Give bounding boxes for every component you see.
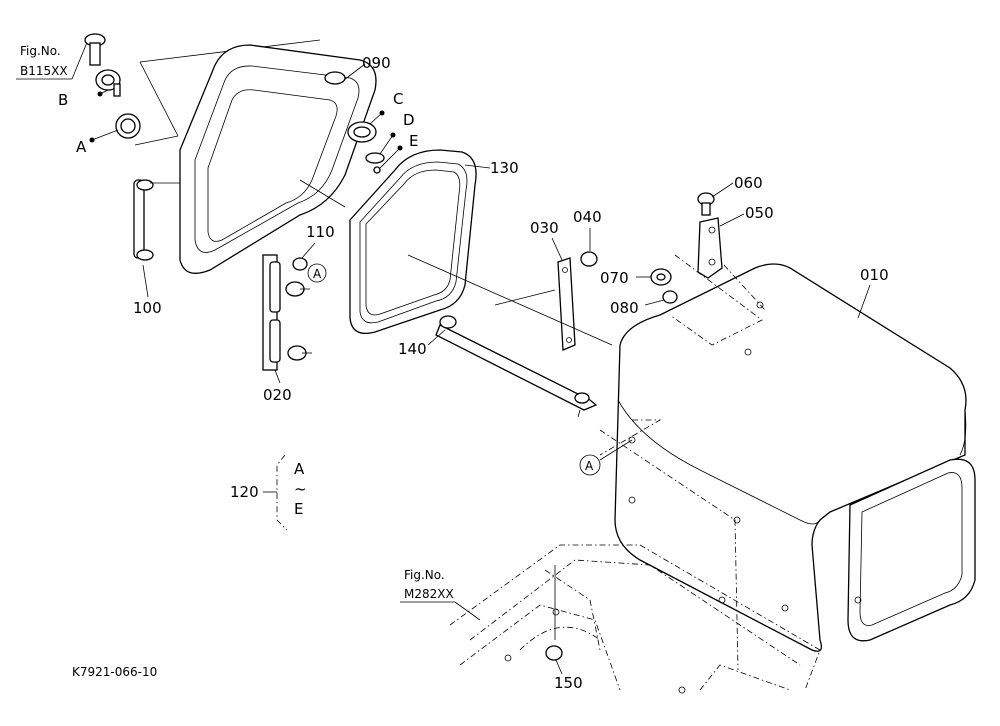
letter-B: B [58, 91, 68, 109]
kit-120: 120 A ~ E [230, 454, 307, 531]
drawing-code: K7921-066-10 [72, 665, 157, 679]
washers-cde [347, 121, 385, 174]
letter-A: A [76, 138, 87, 156]
fig-ref-m282-line2: M282XX [404, 587, 454, 601]
label-040: 040 [573, 208, 602, 226]
label-060: 060 [734, 174, 763, 192]
callout-a-1: A [313, 267, 322, 281]
knob-parts [84, 33, 321, 146]
letter-E: E [409, 132, 418, 150]
label-100: 100 [133, 299, 162, 317]
fig-ref-b115[interactable]: Fig.No. B115XX [16, 39, 89, 80]
callout-a-2: A [585, 459, 594, 473]
alignment-lines [407, 254, 766, 671]
hinge-020 [262, 254, 312, 371]
label-140: 140 [398, 340, 427, 358]
base-frame [449, 544, 821, 694]
label-050: 050 [745, 204, 774, 222]
callout-a-circle-1 [307, 263, 327, 283]
handle-100 [133, 179, 180, 261]
letter-C: C [393, 90, 403, 108]
fig-ref-b115-line1: Fig.No. [20, 44, 61, 58]
label-130: 130 [490, 159, 519, 177]
fig-ref-m282[interactable]: Fig.No. M282XX [400, 568, 481, 621]
cover-010 [614, 263, 976, 652]
label-090: 090 [362, 54, 391, 72]
kit-letter-A: A [294, 460, 305, 478]
strap-030 [557, 257, 576, 351]
kit-letter-E: E [294, 500, 303, 518]
label-070: 070 [600, 269, 629, 287]
bar-140 [435, 315, 598, 418]
door-panel [179, 44, 377, 274]
kit-tilde: ~ [294, 480, 307, 498]
label-120: 120 [230, 483, 259, 501]
seal-130 [349, 149, 477, 335]
label-150: 150 [554, 674, 583, 692]
latch-050 [697, 217, 723, 279]
fig-ref-b115-line2: B115XX [20, 64, 68, 78]
letter-D: D [403, 111, 415, 129]
label-110: 110 [306, 223, 335, 241]
label-080: 080 [610, 299, 639, 317]
label-030: 030 [530, 219, 559, 237]
label-010: 010 [860, 266, 889, 284]
fig-ref-m282-line1: Fig.No. [404, 568, 445, 582]
callout-a-circle-2 [579, 454, 601, 476]
label-020: 020 [263, 386, 292, 404]
